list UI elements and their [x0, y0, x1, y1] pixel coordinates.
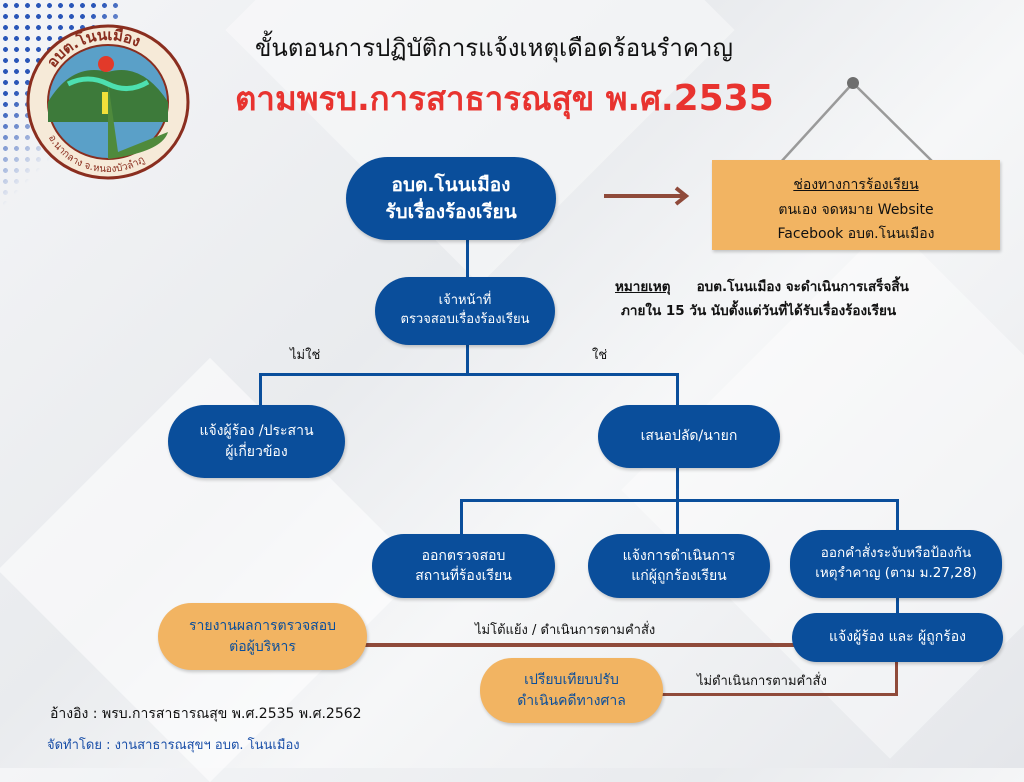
node-notify-both: แจ้งผู้ร้อง และ ผู้ถูกร้อง	[792, 613, 1003, 662]
connector	[895, 660, 898, 696]
node-text: ผู้เกี่ยวข้อง	[225, 443, 288, 460]
connector	[676, 468, 679, 502]
edge-label-comply: ไม่โต้แย้ง / ดำเนินการตามคำสั่ง	[475, 623, 656, 638]
connector	[460, 499, 463, 535]
node-report-executive: รายงานผลการตรวจสอบต่อผู้บริหาร	[158, 603, 367, 670]
connector	[259, 373, 679, 376]
node-text: แจ้งการดำเนินการ	[622, 547, 736, 564]
node-text: แก่ผู้ถูกร้องเรียน	[631, 568, 727, 584]
node-text: ต่อผู้บริหาร	[229, 638, 296, 655]
note: หมายเหตุ อบต.โนนเมือง จะดำเนินการเสร็จสิ้…	[615, 275, 909, 323]
made-by-text: จัดทำโดย : งานสาธารณสุขฯ อบต. โนนเมือง	[47, 738, 300, 753]
node-text: รับเรื่องร้องเรียน	[385, 200, 517, 223]
subtitle-year: 2535	[673, 78, 774, 119]
connector	[896, 596, 899, 614]
subtitle-text: ตามพรบ.การสาธารณสุข พ.ศ.	[235, 79, 674, 118]
node-inform-accused: แจ้งการดำเนินการแก่ผู้ถูกร้องเรียน	[588, 534, 770, 598]
node-text: สถานที่ร้องเรียน	[415, 568, 512, 584]
node-text: แจ้งผู้ร้อง และ ผู้ถูกร้อง	[829, 629, 966, 646]
note-line1: อบต.โนนเมือง จะดำเนินการเสร็จสิ้น	[696, 279, 909, 295]
page-subtitle: ตามพรบ.การสาธารณสุข พ.ศ.2535	[235, 72, 774, 125]
node-text: เสนอปลัด/นายก	[640, 428, 738, 445]
sign-string	[779, 77, 937, 166]
page-title: ขั้นตอนการปฏิบัติการแจ้งเหตุเดือดร้อนรำค…	[255, 34, 733, 62]
sign-nail-icon	[847, 77, 859, 89]
edge-label-not-comply: ไม่ดำเนินการตามคำสั่ง	[697, 674, 827, 689]
edge-label-yes: ใช่	[592, 348, 608, 363]
connector	[365, 643, 798, 647]
node-text: เจ้าหน้าที่	[438, 293, 492, 309]
node-officer-check: เจ้าหน้าที่ตรวจสอบเรื่องร้องเรียน	[375, 277, 555, 345]
connector	[676, 499, 679, 535]
node-text: เปรียบเทียบปรับ	[524, 672, 619, 689]
sign-heading: ช่องทางการร้องเรียน	[793, 177, 919, 193]
note-line2: ภายใน 15 วัน นับตั้งแต่วันที่ได้รับเรื่อ…	[621, 303, 897, 319]
connector	[259, 373, 262, 407]
connector	[676, 373, 679, 407]
node-text: เหตุรำคาญ (ตาม ม.27,28)	[815, 565, 977, 581]
node-issue-order: ออกคำสั่งระงับหรือป้องกันเหตุรำคาญ (ตาม …	[790, 530, 1002, 598]
arrow-right-icon	[604, 186, 690, 206]
node-fine-prosecute: เปรียบเทียบปรับดำเนินคดีทางศาล	[480, 658, 663, 723]
node-text: ตรวจสอบเรื่องร้องเรียน	[400, 312, 530, 327]
edge-label-no: ไม่ใช่	[290, 348, 321, 363]
connector	[460, 499, 899, 502]
sign-line1: ตนเอง จดหมาย Website	[778, 202, 934, 218]
connector	[896, 499, 899, 532]
node-notify-coordinate: แจ้งผู้ร้อง /ประสานผู้เกี่ยวข้อง	[168, 405, 345, 478]
node-inspect-site: ออกตรวจสอบสถานที่ร้องเรียน	[372, 534, 555, 598]
logo-seal-icon: อบต.โนนเมือง อ.นากลาง จ.หนองบัวลำภู	[26, 24, 190, 180]
node-receive-complaint: อบต.โนนเมืองรับเรื่องร้องเรียน	[346, 157, 556, 240]
node-text: แจ้งผู้ร้อง /ประสาน	[199, 423, 314, 440]
node-text: รายงานผลการตรวจสอบ	[188, 618, 336, 635]
note-label: หมายเหตุ	[615, 279, 671, 295]
node-propose-chief: เสนอปลัด/นายก	[598, 405, 780, 468]
node-text: ดำเนินคดีทางศาล	[517, 692, 626, 709]
reference-text: อ้างอิง : พรบ.การสาธารณสุข พ.ศ.2535 พ.ศ.…	[50, 706, 362, 722]
complaint-channels-sign: ช่องทางการร้องเรียน ตนเอง จดหมาย Website…	[712, 160, 1000, 250]
node-text: อบต.โนนเมือง	[391, 173, 511, 196]
node-text: ออกคำสั่งระงับหรือป้องกัน	[820, 545, 972, 562]
connector	[660, 693, 898, 696]
sign-line2: Facebook อบต.โนนเมือง	[777, 226, 935, 242]
node-text: ออกตรวจสอบ	[421, 547, 506, 564]
